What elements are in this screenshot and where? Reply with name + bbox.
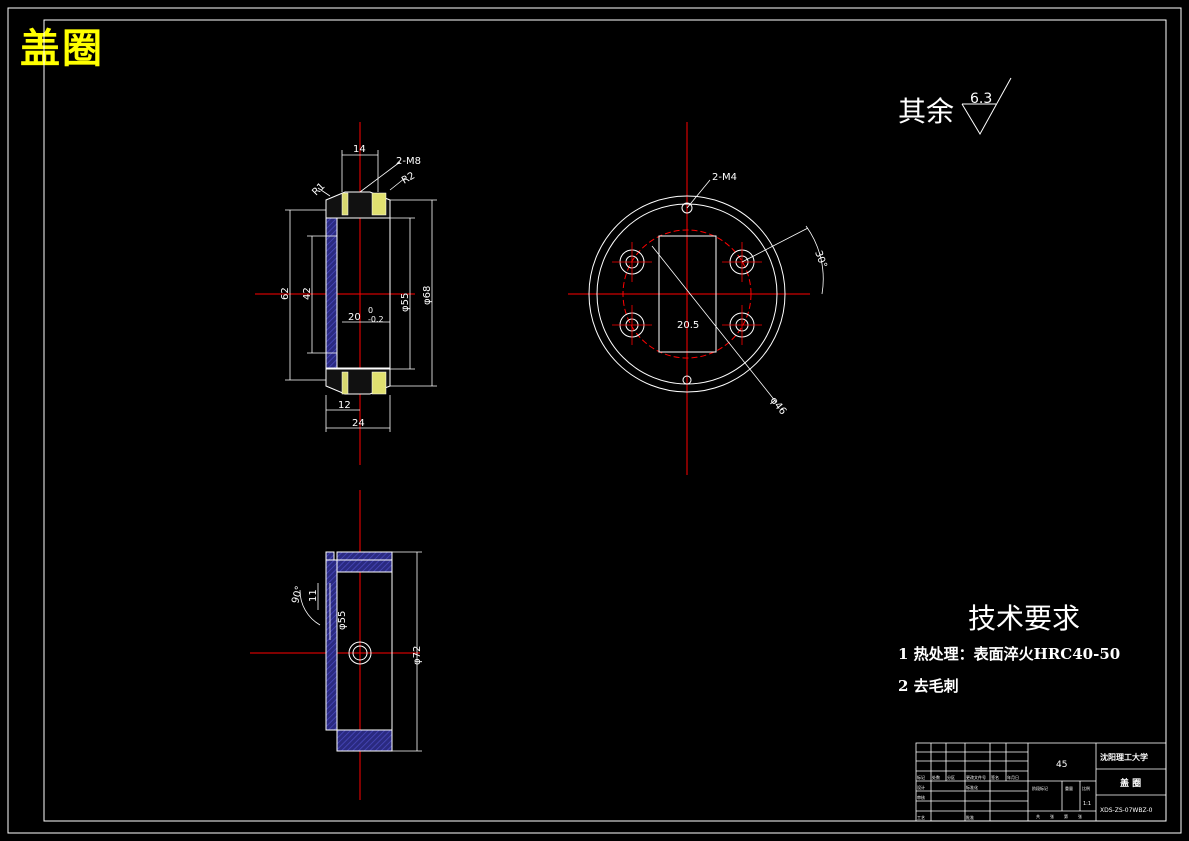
dim-12: 12 bbox=[338, 400, 351, 411]
tb-sheet-0: 共 bbox=[1036, 813, 1040, 819]
tech-requirement-2: 2 去毛刺 bbox=[898, 677, 959, 695]
tb-col-2: 分区 bbox=[947, 774, 955, 780]
tb-row-0: 设计 bbox=[917, 784, 925, 790]
side-view: 2-M4 30° 20.5 φ46 bbox=[568, 122, 829, 475]
tb-mid-0: 标准化 bbox=[966, 784, 978, 790]
tech-requirement-1: 1 热处理：表面淬火HRC40-50 bbox=[898, 645, 1121, 663]
tb-row-2: 工艺 bbox=[917, 815, 925, 820]
tb-material: 45 bbox=[1056, 760, 1067, 770]
tb-stage-2: 比例 bbox=[1082, 785, 1090, 791]
bottom-dim-angle: 90° bbox=[290, 585, 305, 605]
dim-14: 14 bbox=[353, 144, 366, 155]
tb-mid-1: 批准 bbox=[966, 814, 974, 820]
tb-part-name: 盖 圈 bbox=[1120, 777, 1141, 789]
tb-col-4: 签名 bbox=[991, 774, 999, 780]
dim-20: 20 bbox=[348, 312, 361, 323]
roughness-symbol: 6.3 bbox=[961, 77, 1012, 136]
dim-r2: R2 bbox=[400, 170, 417, 186]
roughness-label: 其余 bbox=[898, 95, 955, 128]
tb-scale: 1:1 bbox=[1083, 801, 1091, 807]
tb-stage-1: 重量 bbox=[1065, 785, 1073, 791]
side-dim-2m4: 2-M4 bbox=[712, 172, 737, 183]
tb-row-1: 审核 bbox=[917, 794, 925, 800]
tb-col-3: 更改文件号 bbox=[966, 774, 986, 780]
dim-2m8: 2-M8 bbox=[396, 156, 421, 167]
bottom-dim-11: 11 bbox=[308, 589, 319, 602]
side-dim-angle: 30° bbox=[812, 249, 828, 269]
roughness-value: 6.3 bbox=[970, 91, 992, 107]
side-dim-diameter: φ46 bbox=[768, 395, 789, 417]
dim-20-tol-upper: 0 bbox=[368, 306, 373, 315]
tb-col-0: 标记 bbox=[917, 774, 925, 780]
bottom-view: 90° 11 φ55 φ72 bbox=[250, 490, 423, 800]
tech-requirements-heading: 技术要求 bbox=[968, 602, 1081, 635]
tb-school: 沈阳理工大学 bbox=[1100, 752, 1148, 762]
front-view: 14 2-M8 R1 R2 62 42 20 0 -0.2 φ55 φ68 12… bbox=[255, 122, 437, 465]
dim-55: φ55 bbox=[400, 293, 411, 312]
tb-col-1: 处数 bbox=[932, 774, 940, 780]
inner-border bbox=[43, 19, 1167, 822]
dim-20-tol-lower: -0.2 bbox=[368, 315, 384, 324]
bottom-dim-55: φ55 bbox=[337, 611, 348, 630]
side-dim-width: 20.5 bbox=[677, 320, 699, 331]
dim-42: 42 bbox=[302, 287, 313, 300]
dim-62: 62 bbox=[280, 287, 291, 300]
tb-col-5: 年月日 bbox=[1007, 774, 1019, 780]
outer-border bbox=[7, 7, 1182, 834]
dim-r1: R1 bbox=[310, 181, 327, 198]
dim-68: φ68 bbox=[422, 286, 433, 305]
bottom-dim-72: φ72 bbox=[412, 646, 423, 665]
tb-stage-0: 阶段标记 bbox=[1032, 785, 1048, 791]
tb-drawing-no: XDS-ZS-07WBZ-0 bbox=[1100, 807, 1153, 814]
tb-sheet-3: 张 bbox=[1078, 813, 1082, 819]
tb-sheet-1: 张 bbox=[1050, 813, 1054, 819]
tb-sheet-2: 第 bbox=[1064, 813, 1068, 819]
dim-24: 24 bbox=[352, 418, 365, 429]
drawing-title: 盖圈 bbox=[20, 25, 104, 72]
title-block: 45 沈阳理工大学 盖 圈 XDS-ZS-07WBZ-0 1:1 标记 处数 分… bbox=[915, 742, 1167, 822]
